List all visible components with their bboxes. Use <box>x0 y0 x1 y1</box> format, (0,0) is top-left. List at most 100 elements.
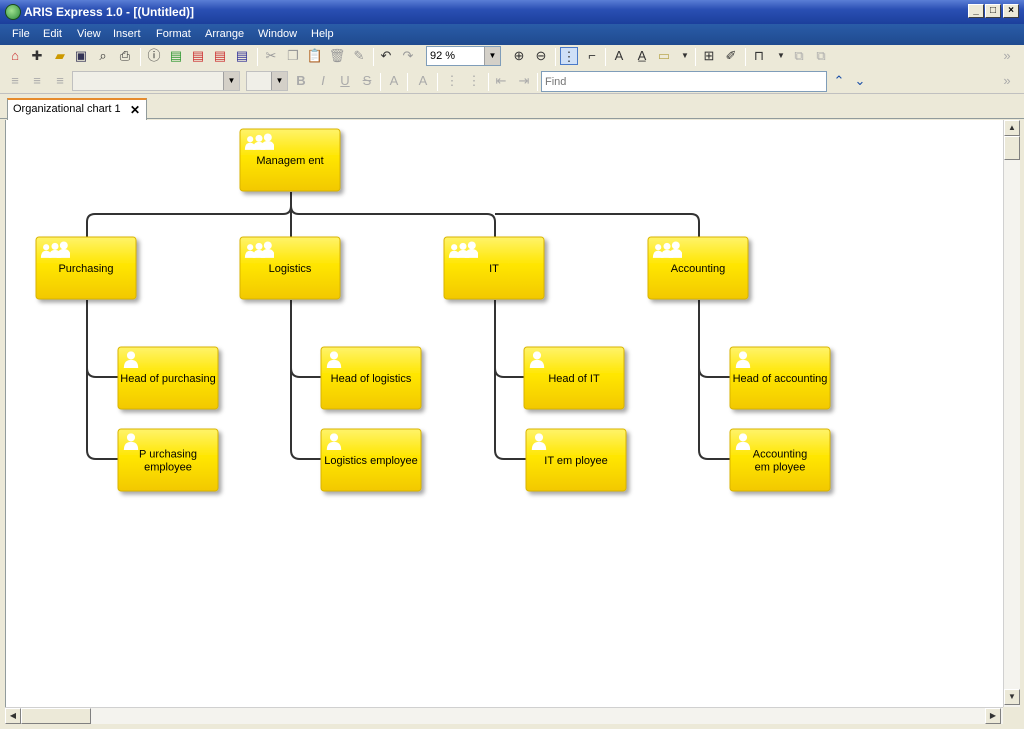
node-head-accounting[interactable]: Head of accounting <box>729 346 831 410</box>
node-logistics-employee[interactable]: Logistics employee <box>320 428 422 492</box>
underline-icon[interactable]: U <box>340 73 350 88</box>
redo-icon[interactable]: ↷ <box>402 48 414 63</box>
minimize-button[interactable]: _ <box>968 4 984 18</box>
align-right-icon[interactable]: ≡ <box>56 73 64 88</box>
align-icon[interactable]: ⊓ <box>753 48 765 63</box>
node-purchasing[interactable]: Purchasing <box>35 236 137 300</box>
format-toolbar-overflow-icon[interactable]: » <box>1003 73 1011 88</box>
text-icon[interactable]: A <box>614 48 624 63</box>
fill-dropdown-icon[interactable]: ▼ <box>681 51 689 60</box>
new-document-icon[interactable]: ✚ <box>31 48 43 63</box>
export-rtf-icon[interactable]: ▤ <box>235 48 249 63</box>
font-family-select[interactable]: ▼ <box>72 71 240 91</box>
menu-file[interactable]: File <box>12 28 30 40</box>
node-logistics[interactable]: Logistics <box>239 236 341 300</box>
scroll-down-icon[interactable]: ▼ <box>1004 689 1020 705</box>
edit-object-icon[interactable]: ✐ <box>725 48 737 63</box>
node-head-it[interactable]: Head of IT <box>523 346 625 410</box>
node-management[interactable]: Managem ent <box>239 128 341 192</box>
strikethrough-icon[interactable]: S <box>362 73 372 88</box>
close-window-button[interactable]: × <box>1003 4 1019 18</box>
node-head-logistics[interactable]: Head of logistics <box>320 346 422 410</box>
vertical-scrollbar[interactable]: ▲ ▼ <box>1003 120 1020 707</box>
delete-icon[interactable]: 🗑 <box>328 48 346 63</box>
copy-icon[interactable]: ❐ <box>287 48 299 63</box>
bold-icon[interactable]: B <box>296 73 306 88</box>
node-box[interactable] <box>117 428 219 492</box>
find-next-icon[interactable]: ⌄ <box>854 73 866 88</box>
toolbar-overflow-icon[interactable]: » <box>1003 48 1011 63</box>
vertical-scroll-thumb[interactable] <box>1004 136 1020 160</box>
maximize-button[interactable]: □ <box>985 4 1001 18</box>
save-icon[interactable]: ▣ <box>74 48 88 63</box>
node-box[interactable] <box>320 428 422 492</box>
fill-color-icon[interactable]: ▭ <box>657 48 671 63</box>
document-tabs: Organizational chart 1 ✕ <box>0 95 1024 120</box>
bullet-list-icon[interactable]: ⋮ <box>467 73 481 88</box>
node-box[interactable] <box>729 346 831 410</box>
node-head-purchasing[interactable]: Head of purchasing <box>117 346 219 410</box>
menu-help[interactable]: Help <box>311 28 334 40</box>
indent-icon[interactable]: ⇥ <box>518 73 530 88</box>
clear-format-icon[interactable]: A <box>418 73 428 88</box>
node-box[interactable] <box>320 346 422 410</box>
home-icon[interactable]: ⌂ <box>11 48 19 63</box>
node-label: employee <box>144 462 192 474</box>
info-icon[interactable]: ⓘ <box>147 48 161 63</box>
menu-insert[interactable]: Insert <box>113 28 141 40</box>
zoom-value: 92 % <box>430 50 456 62</box>
zoom-select[interactable]: 92 % ▼ <box>426 46 501 66</box>
print-preview-icon[interactable]: ⌕ <box>99 48 107 63</box>
export-pdf2-icon[interactable]: ▤ <box>213 48 227 63</box>
find-input[interactable] <box>541 71 827 92</box>
menu-view[interactable]: View <box>77 28 101 40</box>
node-box[interactable] <box>523 346 625 410</box>
text-box-icon[interactable]: A̲ <box>637 48 647 63</box>
align-center-icon[interactable]: ≡ <box>33 73 41 88</box>
send-back-icon[interactable]: ⧉ <box>816 48 826 63</box>
node-box[interactable] <box>729 428 831 492</box>
bring-front-icon[interactable]: ⧉ <box>794 48 804 63</box>
font-color-icon[interactable]: A <box>389 73 399 88</box>
outdent-icon[interactable]: ⇤ <box>495 73 507 88</box>
align-dropdown-icon[interactable]: ▼ <box>777 51 785 60</box>
align-left-icon[interactable]: ≡ <box>11 73 19 88</box>
menu-edit[interactable]: Edit <box>43 28 62 40</box>
italic-icon[interactable]: I <box>321 73 325 88</box>
node-it[interactable]: IT <box>443 236 545 300</box>
insert-object-icon[interactable]: ⊞ <box>703 48 715 63</box>
node-it-employee[interactable]: IT em ployee <box>525 428 627 492</box>
grid-icon[interactable]: ⋮ <box>560 47 578 65</box>
menu-format[interactable]: Format <box>156 28 191 40</box>
export-emf-icon[interactable]: ▤ <box>169 48 183 63</box>
scroll-right-icon[interactable]: ▶ <box>985 708 1001 724</box>
font-size-select[interactable]: ▼ <box>246 71 288 91</box>
paste-icon[interactable]: 📋 <box>306 48 324 63</box>
menu-arrange[interactable]: Arrange <box>205 28 245 40</box>
zoom-in-icon[interactable]: ⊕ <box>513 48 525 63</box>
print-icon[interactable]: ⎙ <box>119 48 131 63</box>
zoom-out-icon[interactable]: ⊖ <box>535 48 547 63</box>
close-icon[interactable]: ✕ <box>129 103 140 117</box>
menu-window[interactable]: Window <box>258 28 298 40</box>
node-box[interactable] <box>525 428 627 492</box>
undo-icon[interactable]: ↶ <box>380 48 392 63</box>
node-box[interactable] <box>117 346 219 410</box>
find-previous-icon[interactable]: ⌃ <box>833 73 845 88</box>
format-painter-icon[interactable]: ✎ <box>353 48 365 63</box>
horizontal-scrollbar[interactable]: ◀ ▶ <box>5 707 1003 724</box>
scroll-left-icon[interactable]: ◀ <box>5 708 21 724</box>
node-accounting[interactable]: Accounting <box>647 236 749 300</box>
open-folder-icon[interactable]: ▰ <box>55 48 65 63</box>
title-bar: ARIS Express 1.0 - [(Untitled)] _ □ × <box>0 0 1024 24</box>
tab-organizational-chart-1[interactable]: Organizational chart 1 ✕ <box>7 98 147 120</box>
cut-icon[interactable]: ✂ <box>265 48 277 63</box>
horizontal-scroll-thumb[interactable] <box>21 708 91 724</box>
numbered-list-icon[interactable]: ⋮ <box>445 73 459 88</box>
scroll-up-icon[interactable]: ▲ <box>1004 120 1020 136</box>
export-pdf-icon[interactable]: ▤ <box>191 48 205 63</box>
connector-icon[interactable]: ⌐ <box>588 48 596 63</box>
